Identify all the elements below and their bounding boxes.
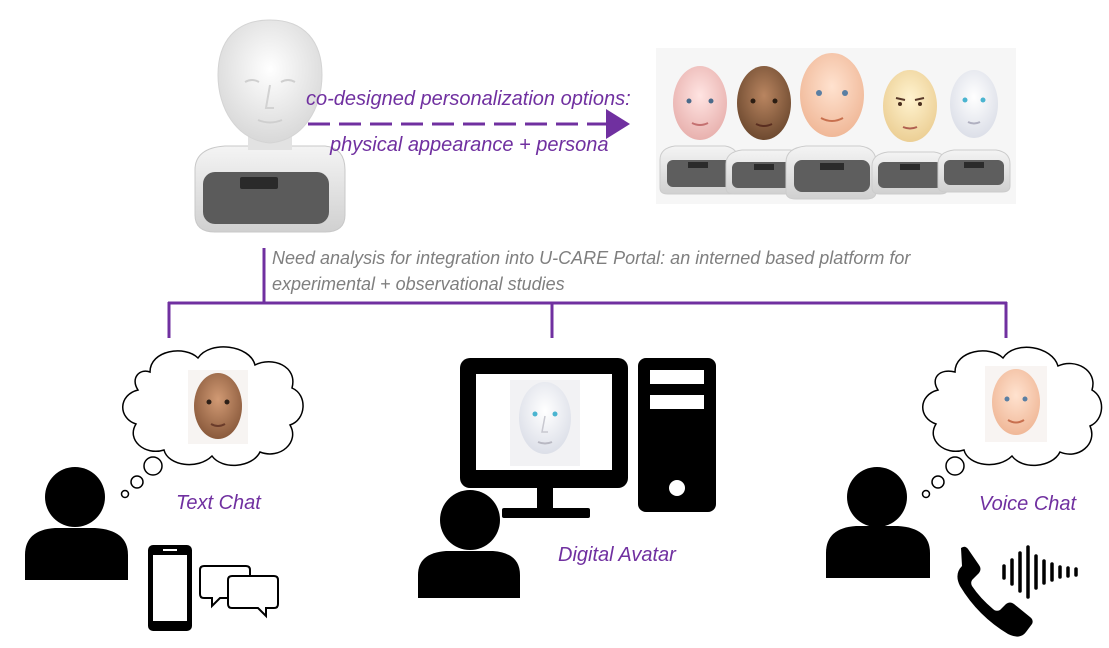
desktop-computer-icon: [460, 358, 716, 518]
connector-lines: [167, 248, 1008, 338]
phone-icon: [957, 546, 1033, 637]
chat-bubbles-icon: [199, 565, 279, 619]
need-analysis-line2: experimental + observational studies: [272, 274, 565, 294]
digital-avatar-label: Digital Avatar: [558, 544, 676, 566]
personalization-title: co-designed personalization options:: [306, 88, 631, 110]
robot-variants-photo: [656, 48, 1016, 204]
person-icon: [826, 467, 930, 578]
voice-chat-label: Voice Chat: [979, 493, 1077, 515]
person-icon: [418, 490, 520, 598]
personalization-subtitle: physical appearance + persona: [330, 134, 609, 156]
robot-head-photo: [194, 19, 346, 233]
avatar-face-white: [510, 380, 580, 466]
need-analysis-line1: Need analysis for integration into U-CAR…: [272, 248, 911, 268]
avatar-face-peach: [985, 366, 1047, 442]
person-icon: [25, 467, 128, 580]
avatar-face-brown: [188, 370, 248, 444]
sound-wave-icon: [1002, 545, 1078, 599]
text-chat-label: Text Chat: [176, 492, 261, 514]
smartphone-icon: [148, 545, 192, 631]
